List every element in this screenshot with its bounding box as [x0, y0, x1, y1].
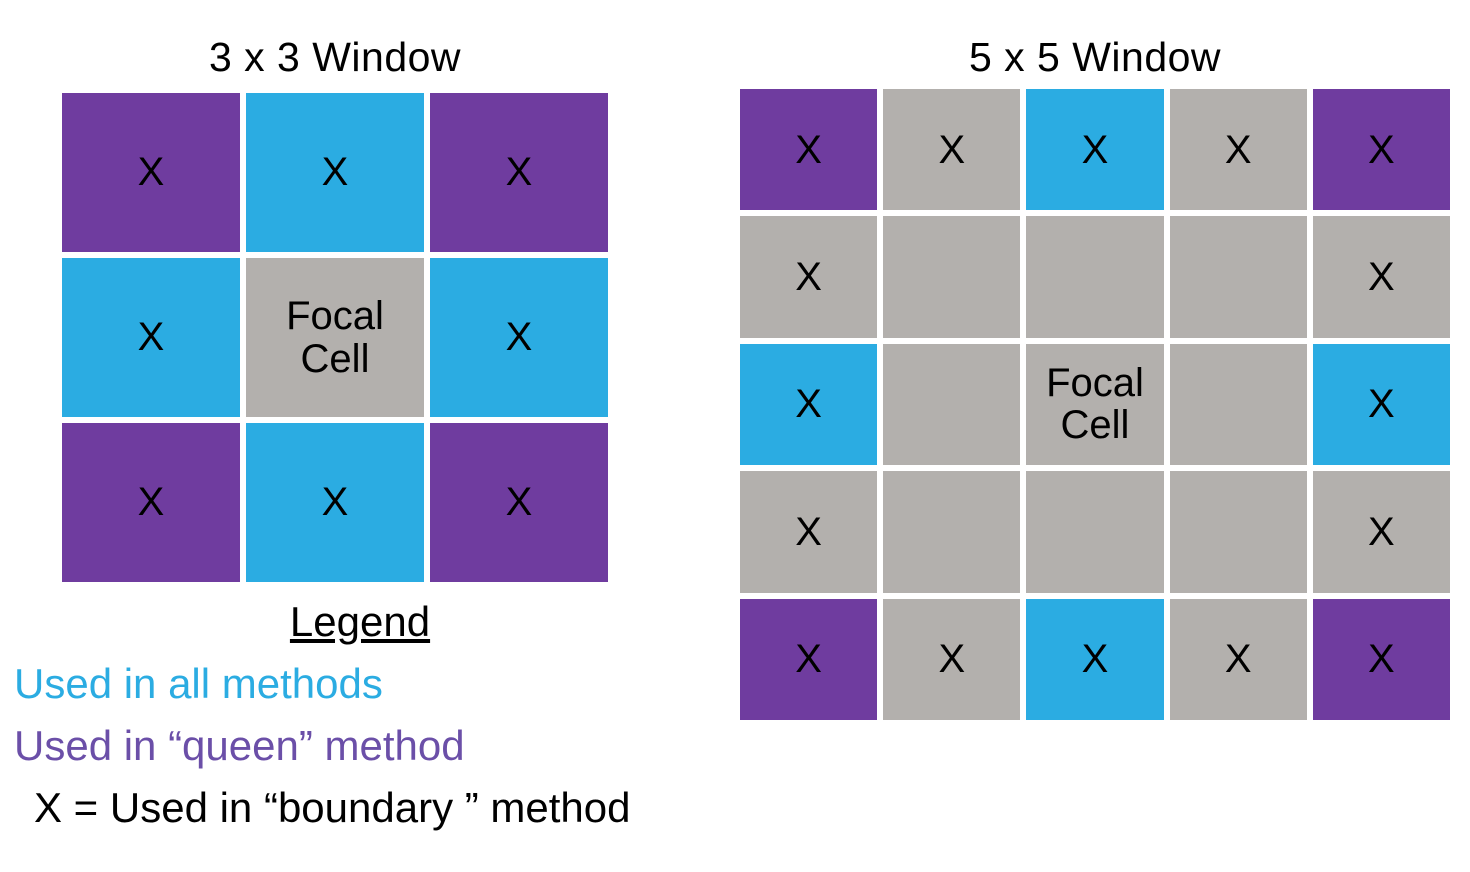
boundary-mark-x: X: [1224, 127, 1252, 172]
grid-cell-r2-c1: X: [740, 216, 878, 338]
grid-cell-r4-c1: X: [740, 471, 878, 593]
boundary-mark-x: X: [795, 637, 822, 682]
grid-cell-r1-c1: X: [62, 93, 240, 252]
grid-cell-r4-c4: [1169, 471, 1307, 593]
boundary-mark-x: X: [938, 637, 966, 682]
grid-cell-r5-c3: X: [1026, 598, 1164, 720]
boundary-mark-x: X: [505, 315, 533, 360]
grid-cell-r3-c1: X: [62, 423, 240, 582]
boundary-mark-x: X: [795, 254, 822, 299]
boundary-mark-x: X: [137, 150, 165, 195]
panel-title-5x5: 5 x 5 Window: [968, 34, 1222, 80]
grid-cell-r2-c1: X: [62, 258, 240, 417]
grid-cell-r2-c2: [883, 216, 1021, 338]
boundary-mark-x: X: [1081, 127, 1109, 172]
legend-entry-all-methods: Used in all methods: [14, 660, 383, 707]
panel-title-3x3: 3 x 3 Window: [208, 34, 462, 80]
grid-cell-r2-c3: [1026, 216, 1164, 338]
legend: Legend Used in all methods Used in “quee…: [0, 598, 730, 832]
grid-cell-r1-c2: X: [246, 93, 424, 252]
legend-entry-queen-method: Used in “queen” method: [14, 722, 465, 769]
boundary-mark-x: X: [1368, 509, 1395, 554]
grid-cell-r3-c3: X: [430, 423, 608, 582]
grid-cell-r4-c2: [883, 471, 1021, 593]
grid-cell-r2-c4: [1169, 216, 1307, 338]
boundary-mark-x: X: [137, 315, 165, 360]
grid-cell-r3-c5: X: [1312, 343, 1450, 466]
grid-cell-r5-c2: X: [883, 598, 1021, 720]
boundary-mark-x: X: [137, 480, 165, 525]
legend-heading: Legend: [289, 598, 431, 645]
boundary-mark-x: X: [1224, 637, 1252, 682]
boundary-mark-x: X: [321, 150, 349, 195]
boundary-mark-x: X: [795, 127, 822, 172]
boundary-mark-x: X: [1368, 254, 1395, 299]
boundary-mark-x: X: [1368, 382, 1395, 427]
grid-cell-r1-c3: X: [430, 93, 608, 252]
legend-entry-boundary-method: X = Used in “boundary ” method: [34, 784, 631, 831]
grid-cell-r4-c5: X: [1312, 471, 1450, 593]
grid-cell-r5-c4: X: [1169, 598, 1307, 720]
boundary-mark-x: X: [1081, 637, 1109, 682]
boundary-mark-x: X: [795, 382, 822, 427]
grid-cell-r5-c1: X: [740, 598, 878, 720]
grid-cell-r1-c1: X: [740, 89, 878, 211]
grid-cell-r1-c5: X: [1312, 89, 1450, 211]
grid-cell-r3-c2: X: [246, 423, 424, 582]
boundary-mark-x: X: [795, 509, 822, 554]
grid-cell-r1-c4: X: [1169, 89, 1307, 211]
boundary-mark-x: X: [321, 480, 349, 525]
grid-cell-r2-c5: X: [1312, 216, 1450, 338]
boundary-mark-x: X: [505, 150, 533, 195]
grid-cell-r5-c5: X: [1312, 598, 1450, 720]
grid-cell-r4-c3: [1026, 471, 1164, 593]
boundary-mark-x: X: [505, 480, 533, 525]
grid-cell-r2-c3: X: [430, 258, 608, 417]
grid-cell-r1-c2: X: [883, 89, 1021, 211]
boundary-mark-x: X: [938, 127, 966, 172]
boundary-mark-x: X: [1368, 127, 1395, 172]
grid-cell-r3-c2: [883, 343, 1021, 466]
grid-cell-r3-c4: [1169, 343, 1307, 466]
grid-cell-r3-c1: X: [740, 343, 878, 466]
boundary-mark-x: X: [1368, 637, 1395, 682]
grid-cell-r1-c3: X: [1026, 89, 1164, 211]
